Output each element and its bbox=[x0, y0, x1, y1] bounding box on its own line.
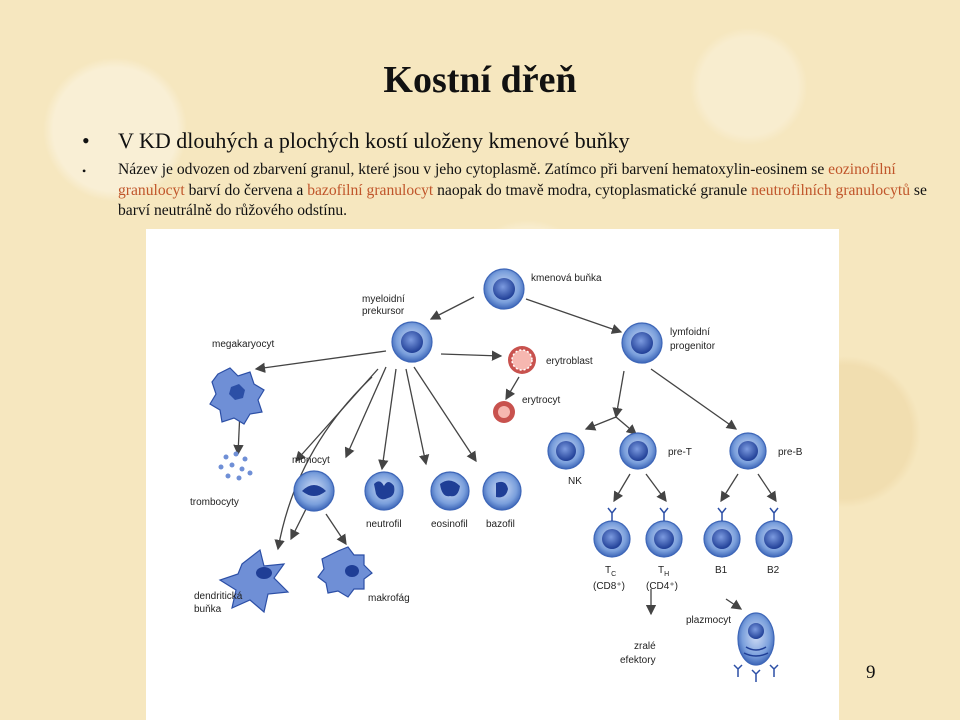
label-pre-b: pre-B bbox=[778, 447, 803, 458]
label-trombocyty: trombocyty bbox=[190, 497, 239, 508]
label-tc-cd8: (CD8⁺) bbox=[593, 581, 625, 592]
bullet-list: • V KD dlouhých a plochých kostí uloženy… bbox=[80, 128, 940, 222]
highlight-bazofilni: bazofilní granulocyt bbox=[307, 181, 434, 199]
b2-cell bbox=[755, 507, 793, 558]
highlight-neutrofilni: neutrofilních granulocytů bbox=[751, 181, 911, 199]
erythroblast-cell bbox=[508, 346, 536, 374]
label-megakaryocyt: megakaryocyt bbox=[212, 339, 274, 350]
label-bazofil: bazofil bbox=[486, 519, 515, 530]
label-eosinofil: eosinofil bbox=[431, 519, 468, 530]
label-b2: B2 bbox=[767, 565, 780, 576]
bullet-text-2c: naopak do tmavě modra, cytoplasmatické g… bbox=[433, 181, 752, 199]
erythrocyte-cell bbox=[493, 401, 515, 423]
label-plazmocyt: plazmocyt bbox=[686, 615, 731, 626]
neutrophil-cell bbox=[364, 471, 404, 511]
bullet-item-1: • V KD dlouhých a plochých kostí uloženy… bbox=[80, 128, 940, 154]
label-zrale-1: zralé bbox=[634, 641, 656, 652]
label-lymfoid-1: lymfoidní bbox=[670, 327, 710, 338]
macrophage-cell bbox=[317, 546, 373, 598]
monocyte-cell bbox=[293, 470, 335, 512]
th-cell bbox=[645, 507, 683, 558]
lymphoid-progenitor-cell bbox=[621, 322, 663, 364]
label-b1: B1 bbox=[715, 565, 728, 576]
bullet-text-2a: Název je odvozen od zbarvení granul, kte… bbox=[118, 161, 829, 178]
label-myeloid-2: prekursor bbox=[362, 306, 405, 317]
label-erytrocyt: erytrocyt bbox=[522, 395, 561, 406]
label-makrofag: makrofág bbox=[368, 593, 410, 604]
label-th: TH bbox=[658, 565, 669, 578]
highlight-eozinofilni: eozinofilní granulocyt bbox=[118, 161, 896, 199]
label-myeloid-1: myeloidní bbox=[362, 294, 405, 305]
label-tc: TC bbox=[605, 565, 616, 578]
label-dendriticka-1: dendritická bbox=[194, 591, 243, 602]
nk-cell bbox=[547, 432, 585, 470]
antibodies bbox=[733, 664, 779, 682]
label-neutrofil: neutrofil bbox=[366, 519, 402, 530]
bullet-text-2d: se barví neutrálně do růžového odstínu. bbox=[118, 181, 927, 220]
slide-title: Kostní dřeň bbox=[383, 59, 577, 101]
bullet-text-2b: barví do červena a bbox=[184, 181, 308, 199]
tc-cell bbox=[593, 507, 631, 558]
bullet-text-1: V KD dlouhých a plochých kostí uloženy k… bbox=[118, 128, 630, 153]
stem-cell bbox=[483, 268, 525, 310]
label-kmenova: kmenová buňka bbox=[531, 273, 602, 284]
bullet-item-2: • Název je odvozen od zbarvení granul, k… bbox=[80, 160, 940, 222]
bullet-dot: • bbox=[82, 164, 87, 178]
label-pre-t: pre-T bbox=[668, 447, 692, 458]
plasma-cell bbox=[737, 612, 775, 666]
basophil-cell bbox=[482, 471, 522, 511]
label-lymfoid-2: progenitor bbox=[670, 341, 716, 352]
pre-t-cell bbox=[619, 432, 657, 470]
label-monocyt: monocyt bbox=[292, 455, 330, 466]
pre-b-cell bbox=[729, 432, 767, 470]
page-number: 9 bbox=[866, 662, 876, 683]
megakaryocyte-cell bbox=[209, 367, 265, 425]
myeloid-progenitor-cell bbox=[391, 321, 433, 363]
eosinophil-cell bbox=[430, 471, 470, 511]
b1-cell bbox=[703, 507, 741, 558]
arrows bbox=[233, 296, 777, 616]
hematopoiesis-diagram: kmenová buňka myeloidní prekursor lymfoi… bbox=[190, 268, 803, 682]
label-dendriticka-2: buňka bbox=[194, 604, 222, 615]
platelets bbox=[218, 451, 253, 481]
label-th-cd4: (CD4⁺) bbox=[646, 581, 678, 592]
label-zrale-2: efektory bbox=[620, 655, 656, 666]
bullet-dot: • bbox=[82, 128, 90, 153]
dendritic-cell bbox=[218, 548, 290, 614]
label-nk: NK bbox=[568, 476, 582, 487]
hematopoiesis-figure: kmenová buňka myeloidní prekursor lymfoi… bbox=[146, 229, 839, 720]
label-erytroblast: erytroblast bbox=[546, 356, 593, 367]
